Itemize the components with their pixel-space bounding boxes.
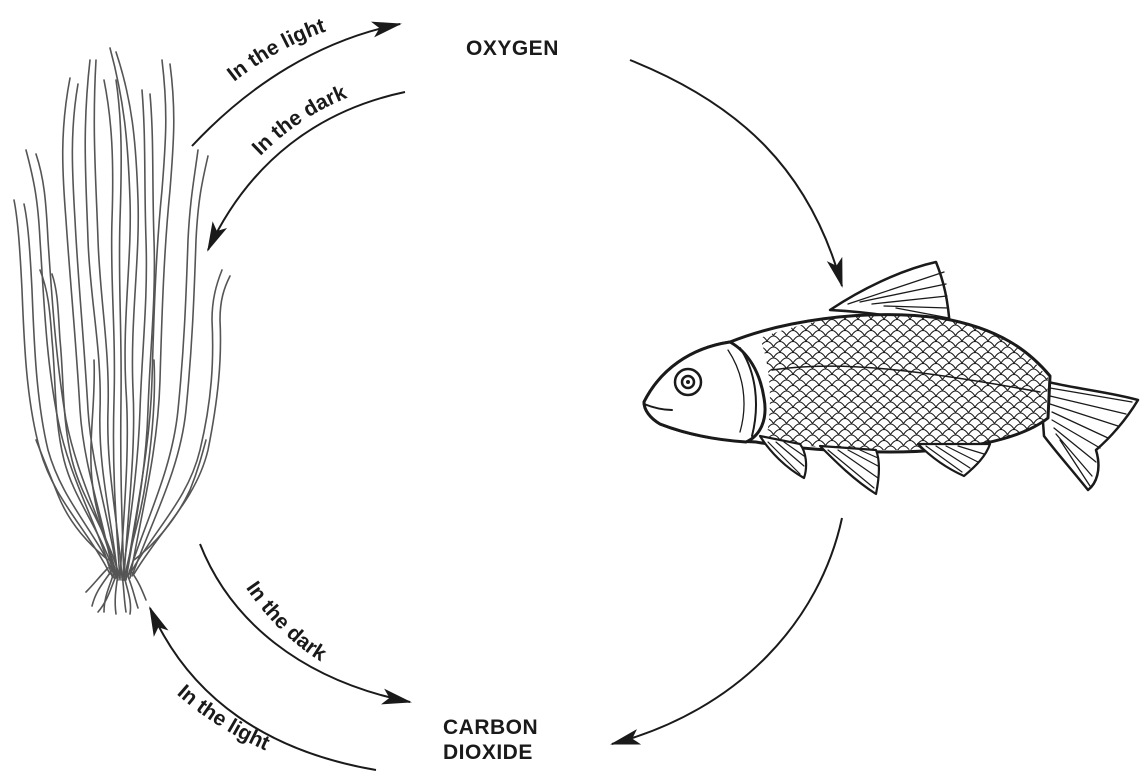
carbon-dioxide-label-line1: CARBON — [443, 715, 538, 740]
label-carbon-dioxide-to-plant: In the light — [173, 680, 273, 755]
fish-icon — [644, 262, 1138, 494]
oxygen-label: OXYGEN — [466, 36, 559, 61]
label-oxygen-to-plant: In the dark — [248, 81, 350, 160]
arrow-plant-to-carbon-dioxide — [200, 544, 410, 702]
carbon-dioxide-label: CARBON DIOXIDE — [443, 715, 538, 765]
aquatic-plant-icon — [14, 48, 230, 614]
carbon-dioxide-label-line2: DIOXIDE — [443, 740, 538, 765]
arrow-fish-to-carbon-dioxide — [612, 518, 842, 744]
arrow-oxygen-to-fish — [630, 60, 842, 286]
